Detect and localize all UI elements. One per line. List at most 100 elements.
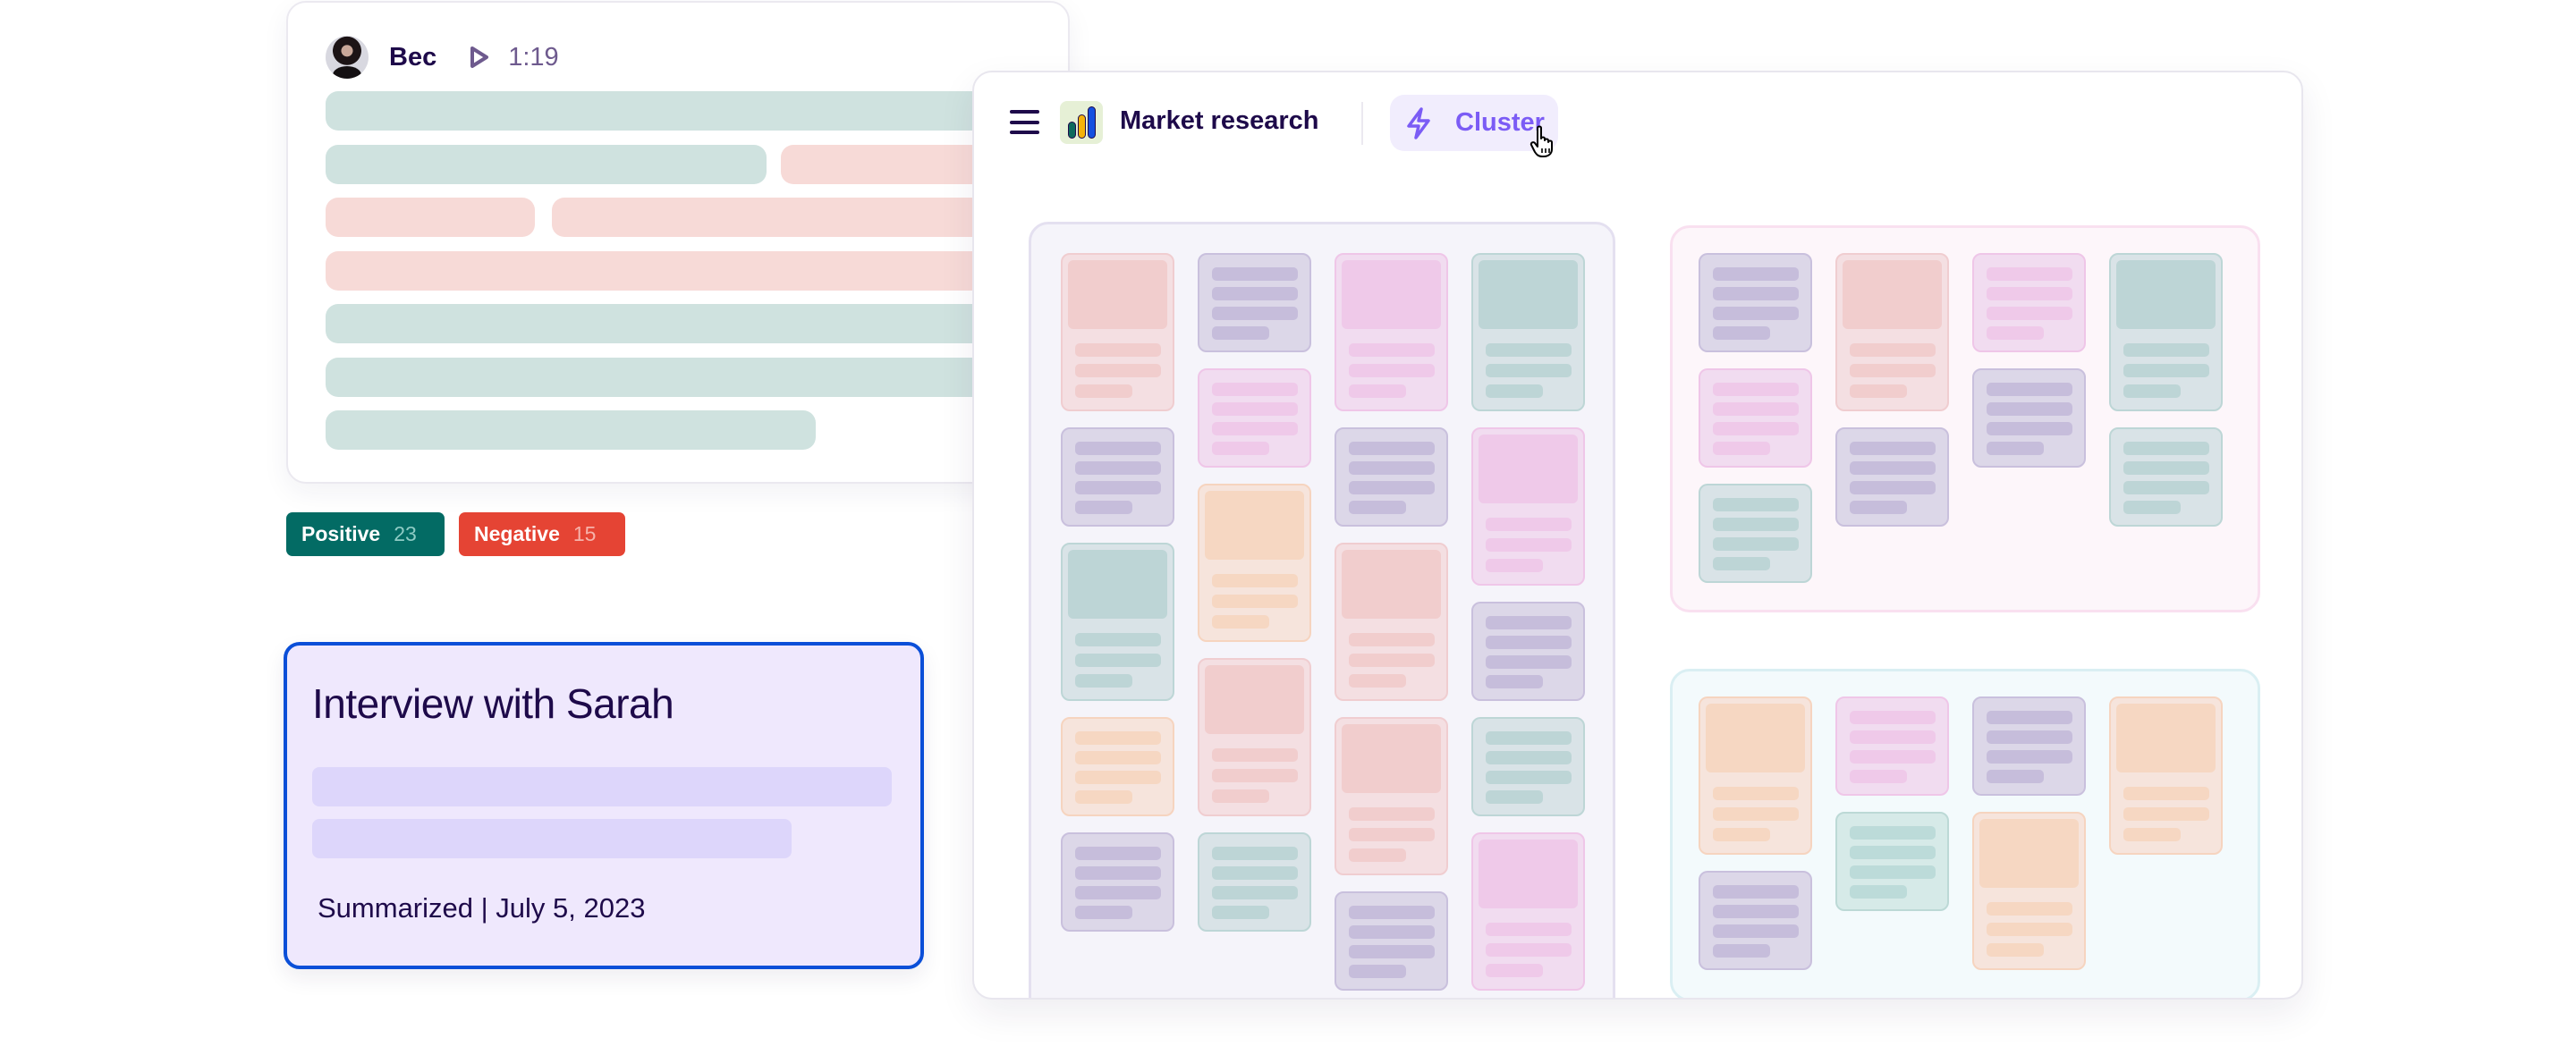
sticky-note[interactable] <box>2109 253 2223 411</box>
note-text-line <box>2123 481 2209 494</box>
note-text-line <box>1075 343 1161 357</box>
note-text-line <box>1713 787 1799 800</box>
audio-duration: 1:19 <box>508 42 559 72</box>
sticky-note[interactable] <box>1699 253 1812 352</box>
sticky-note[interactable] <box>1061 427 1174 527</box>
sticky-note[interactable] <box>2109 427 2223 527</box>
speaker-row: Bec 1:19 <box>326 35 559 80</box>
sticky-note[interactable] <box>1471 602 1585 701</box>
sticky-note[interactable] <box>1699 871 1812 970</box>
note-text-line <box>1212 748 1298 762</box>
sticky-note[interactable] <box>1198 253 1311 352</box>
sticky-note[interactable] <box>1198 658 1311 816</box>
note-text-line <box>1850 481 1936 494</box>
sticky-note[interactable] <box>1471 832 1585 991</box>
sticky-note[interactable] <box>1471 253 1585 411</box>
sticky-note[interactable] <box>1835 427 1949 527</box>
note-image-placeholder <box>1205 665 1304 734</box>
sticky-note[interactable] <box>1335 543 1448 701</box>
negative-sentence-highlight[interactable] <box>326 198 535 237</box>
sticky-note[interactable] <box>1335 427 1448 527</box>
note-image-placeholder <box>1342 550 1441 619</box>
note-image-placeholder <box>2116 704 2216 772</box>
note-text-line <box>1349 461 1435 475</box>
sticky-note[interactable] <box>1198 832 1311 932</box>
note-text-line <box>1212 326 1269 340</box>
note-text-line <box>1212 287 1298 300</box>
sticky-note[interactable] <box>1972 368 2086 468</box>
note-text-line <box>1987 383 2072 396</box>
note-text-line <box>1713 267 1799 281</box>
sticky-note[interactable] <box>1471 717 1585 816</box>
note-text-line <box>1075 751 1161 764</box>
note-text-line <box>1349 481 1435 494</box>
note-text-line <box>1349 501 1406 514</box>
summary-line-placeholder <box>312 819 792 858</box>
sticky-note[interactable] <box>1061 543 1174 701</box>
note-text-line <box>1987 267 2072 281</box>
note-text-line <box>1212 422 1298 435</box>
sticky-note[interactable] <box>1061 253 1174 411</box>
positive-sentence-highlight[interactable] <box>326 410 816 450</box>
cluster-button[interactable]: Cluster <box>1390 95 1558 151</box>
note-text-line <box>1713 828 1770 841</box>
positive-badge[interactable]: Positive 23 <box>286 512 445 556</box>
sticky-note[interactable] <box>1835 812 1949 911</box>
sticky-note[interactable] <box>1198 368 1311 468</box>
note-image-placeholder <box>1068 260 1167 329</box>
note-text-line <box>1212 574 1298 587</box>
note-text-line <box>1713 498 1799 511</box>
note-text-line <box>2123 442 2209 455</box>
note-text-line <box>1713 807 1799 821</box>
note-text-line <box>1713 905 1799 918</box>
note-text-line <box>2123 787 2209 800</box>
sticky-note[interactable] <box>1335 891 1448 991</box>
sticky-note[interactable] <box>1335 253 1448 411</box>
note-text-line <box>1713 442 1770 455</box>
sticky-note[interactable] <box>1699 368 1812 468</box>
note-text-line <box>1075 866 1161 880</box>
note-text-line <box>1987 750 2072 764</box>
note-text-line <box>1987 943 2044 957</box>
positive-sentence-highlight[interactable] <box>326 144 767 184</box>
note-text-line <box>1486 616 1572 629</box>
note-text-line <box>1212 866 1298 880</box>
note-image-placeholder <box>1979 819 2079 888</box>
note-text-line <box>1349 343 1435 357</box>
sticky-note[interactable] <box>1835 696 1949 796</box>
sticky-note[interactable] <box>1061 832 1174 932</box>
sticky-note[interactable] <box>1471 427 1585 586</box>
sticky-note[interactable] <box>1198 484 1311 642</box>
note-text-line <box>1349 906 1435 919</box>
note-text-line <box>1212 383 1298 396</box>
cluster-button-label: Cluster <box>1455 108 1545 137</box>
sticky-note[interactable] <box>2109 696 2223 855</box>
sticky-note[interactable] <box>1699 696 1812 855</box>
sticky-note[interactable] <box>1335 717 1448 875</box>
note-image-placeholder <box>1342 724 1441 793</box>
sticky-note[interactable] <box>1699 484 1812 583</box>
note-text-line <box>1075 461 1161 475</box>
note-text-line <box>1486 559 1543 572</box>
play-icon[interactable] <box>469 45 490 70</box>
hamburger-icon[interactable] <box>1010 110 1039 134</box>
note-text-line <box>1075 442 1161 455</box>
sticky-note[interactable] <box>1835 253 1949 411</box>
note-text-line <box>1486 923 1572 936</box>
note-text-line <box>1075 481 1161 494</box>
sticky-note[interactable] <box>1061 717 1174 816</box>
note-text-line <box>1987 287 2072 300</box>
sticky-note[interactable] <box>1972 253 2086 352</box>
sticky-note[interactable] <box>1972 696 2086 796</box>
note-text-line <box>1850 826 1936 840</box>
note-text-line <box>1075 674 1132 688</box>
note-text-line <box>1486 943 1572 957</box>
board-panel: Market research Cluster <box>972 71 2303 1000</box>
note-text-line <box>1850 770 1907 783</box>
note-image-placeholder <box>1342 260 1441 329</box>
negative-badge[interactable]: Negative 15 <box>459 512 625 556</box>
transcript-card: Bec 1:19 <box>286 1 1178 484</box>
note-text-line <box>1987 326 2044 340</box>
sticky-note[interactable] <box>1972 812 2086 970</box>
interview-card[interactable]: Interview with Sarah Summarized | July 5… <box>284 642 924 969</box>
